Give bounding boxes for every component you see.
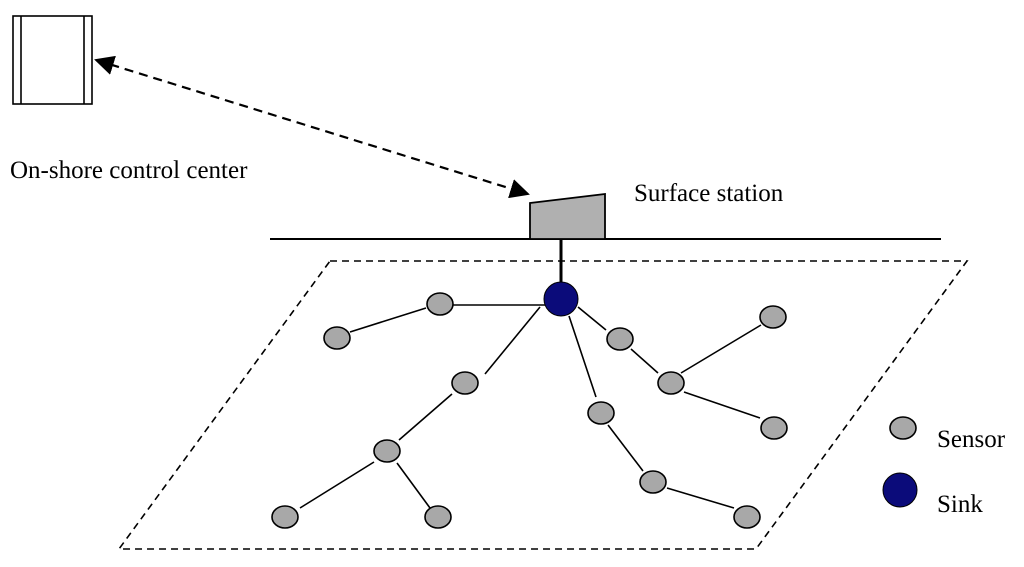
sensor-node: [639, 470, 667, 494]
sink-node: [543, 281, 579, 317]
sensor-node: [760, 416, 788, 440]
wireless-link-arrow: [94, 55, 530, 199]
network-links: [299, 304, 762, 509]
link: [683, 391, 761, 419]
link: [484, 306, 541, 375]
link: [577, 306, 607, 331]
deployment-area: [117, 260, 969, 550]
link: [607, 424, 644, 472]
link: [299, 461, 375, 509]
legend-sink-label: Sink: [937, 491, 983, 518]
sensor-node: [451, 371, 479, 395]
sensor-node: [424, 505, 452, 529]
surface-station-label: Surface station: [634, 180, 784, 207]
sensor-node: [587, 401, 615, 425]
link: [568, 315, 597, 398]
sensor-node: [733, 505, 761, 529]
sensor-node: [657, 371, 685, 395]
sensor-node: [271, 505, 299, 529]
link: [396, 462, 431, 509]
legend-sink-marker: [882, 472, 918, 508]
link: [349, 307, 427, 333]
control-center-icon: [12, 15, 93, 105]
sensor-node: [426, 292, 454, 316]
sensor-node: [373, 439, 401, 463]
sensor-node: [759, 305, 787, 329]
link: [666, 487, 735, 509]
control-center-label: On-shore control center: [10, 157, 248, 184]
sensor-node: [323, 326, 351, 350]
link: [398, 393, 453, 441]
legend-sensor-marker: [889, 416, 917, 440]
link: [680, 324, 762, 374]
surface-station-icon: [529, 192, 606, 240]
link: [630, 348, 659, 374]
sensor-nodes: [271, 292, 788, 529]
sensor-node: [606, 327, 634, 351]
legend-sensor-label: Sensor: [937, 426, 1006, 453]
